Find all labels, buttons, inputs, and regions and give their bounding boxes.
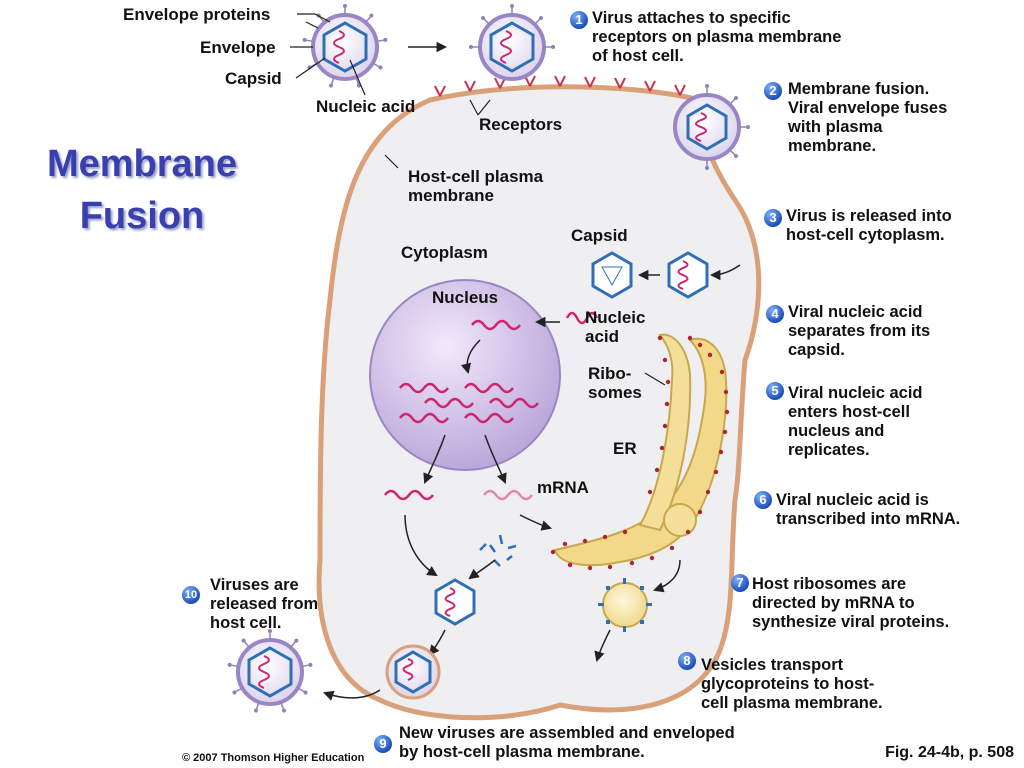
step-4-text: Viral nucleic acid separates from its ca… [788, 303, 931, 359]
label-ribosomes: Ribo- somes [588, 364, 642, 402]
endoplasmic-reticulum [550, 333, 730, 571]
figure-reference: Fig. 24-4b, p. 508 [885, 744, 1014, 761]
mrna-strands [384, 489, 533, 501]
label-envelope-proteins: Envelope proteins [123, 5, 271, 24]
step-1-text: Virus attaches to specific receptors on … [592, 9, 842, 65]
step-7-badge: 7 [731, 574, 749, 592]
label-receptors: Receptors [479, 115, 563, 134]
label-envelope: Envelope [200, 38, 276, 57]
step-3-text: Virus is released into host-cell cytopla… [786, 207, 952, 244]
nucleus [369, 279, 561, 471]
label-mrna: mRNA [537, 478, 589, 497]
step-5-text: Viral nucleic acid enters host-cell nucl… [788, 384, 923, 459]
label-nucleus: Nucleus [432, 288, 499, 307]
step-7-text: Host ribosomes are directed by mRNA to s… [752, 575, 950, 631]
empty-capsid [591, 251, 633, 299]
step-6-badge: 6 [754, 491, 772, 509]
virus-outside [301, 3, 389, 89]
released-nucleic-acid [565, 311, 599, 325]
step-4-badge: 4 [766, 305, 784, 323]
assembled-capsid [434, 578, 476, 626]
label-nucleic-acid: Nucleic acid [316, 97, 416, 116]
capsid-in-cytoplasm [667, 251, 709, 299]
virus-fusing [673, 83, 751, 171]
receptors [434, 75, 686, 97]
label-capsid: Capsid [225, 69, 282, 88]
label-capsid-inner: Capsid [571, 226, 628, 245]
step-6-text: Viral nucleic acid is transcribed into m… [776, 491, 961, 528]
step-10-badge: 10 [182, 586, 200, 604]
step-8-text: Vesicles transport glycoproteins to host… [701, 656, 883, 712]
nucleic-acid-copies [399, 319, 539, 424]
step-2-badge: 2 [764, 82, 782, 100]
virus-released [226, 628, 314, 714]
step-1-badge: 1 [570, 11, 588, 29]
diagram-title: Membrane Fusion [46, 143, 238, 237]
label-cytoplasm: Cytoplasm [401, 243, 488, 262]
step-9-text: New viruses are assembled and enveloped … [399, 724, 735, 761]
label-plasma-membrane: Host-cell plasma membrane [408, 167, 544, 205]
virus-attached [468, 3, 556, 81]
step-8-badge: 8 [678, 652, 696, 670]
step-2-text: Membrane fusion. Viral envelope fuses wi… [788, 80, 948, 155]
step-9-badge: 9 [374, 735, 392, 753]
step-10-text: Viruses are released from host cell. [210, 576, 319, 632]
label-er: ER [613, 439, 637, 458]
label-nucleic-acid-inner: Nucleic acid [585, 308, 646, 346]
virus-budding [385, 644, 441, 700]
viral-proteins [479, 534, 517, 567]
copyright: © 2007 Thomson Higher Education [182, 752, 365, 764]
step-3-badge: 3 [764, 209, 782, 227]
step-5-badge: 5 [766, 382, 784, 400]
